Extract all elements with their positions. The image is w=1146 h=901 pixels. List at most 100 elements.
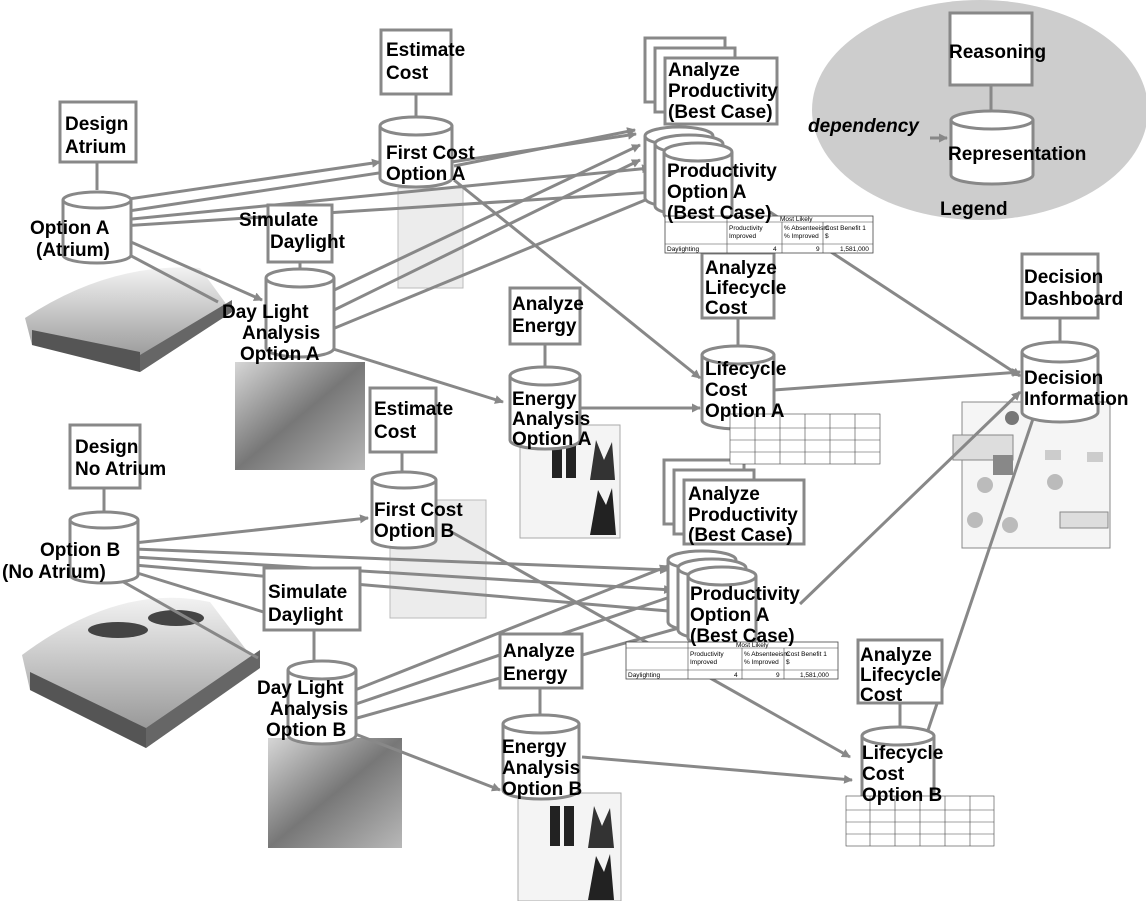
box-decision-dashboard[interactable] xyxy=(1020,252,1100,320)
label-productivity-a-1: Productivity xyxy=(667,161,777,182)
legend-title: Legend xyxy=(940,199,1008,220)
productivity-table-b: Most Likely Productivity Improved % Abse… xyxy=(625,641,839,680)
label-daylight-a-3: Option A xyxy=(240,344,320,365)
label-simulate-daylight-a-2: Daylight xyxy=(270,232,346,253)
cyl-energy-a[interactable] xyxy=(508,365,582,451)
label-option-b-2: (No Atrium) xyxy=(2,562,106,583)
label-analyze-productivity-b-1: Analyze xyxy=(688,484,760,505)
label-analyze-productivity-a-1: Analyze xyxy=(668,60,740,81)
label-daylight-b-2: Analysis xyxy=(270,699,348,720)
label-energy-b-3: Option B xyxy=(502,779,582,800)
label-analyze-energy-b-2: Energy xyxy=(503,664,568,685)
label-estimate-cost-a-1: Estimate xyxy=(386,40,465,61)
label-analyze-energy-a-2: Energy xyxy=(512,316,577,337)
label-estimate-cost-a-2: Cost xyxy=(386,63,429,84)
legend: Reasoning dependency Representation Lege… xyxy=(808,0,1146,220)
box-design-atrium[interactable] xyxy=(58,100,138,164)
label-productivity-b-2: Option A xyxy=(690,605,770,626)
cyl-productivity-b[interactable] xyxy=(686,565,758,649)
label-daylight-b-3: Option B xyxy=(266,720,346,741)
svg-text:$: $ xyxy=(825,233,829,240)
box-estimate-cost-a[interactable] xyxy=(379,28,453,96)
svg-text:% Absenteeism: % Absenteeism xyxy=(744,651,789,658)
lifecycle-table-a xyxy=(729,413,881,465)
box-analyze-energy-b[interactable] xyxy=(498,632,584,690)
label-lifecycle-a-2: Cost xyxy=(705,380,748,401)
label-first-cost-b-1: First Cost xyxy=(374,500,463,521)
legend-reasoning-box xyxy=(948,11,1034,87)
daylight-render-a-image xyxy=(235,362,365,470)
svg-text:4: 4 xyxy=(773,246,777,253)
label-lifecycle-a-3: Option A xyxy=(705,401,785,422)
label-first-cost-b-2: Option B xyxy=(374,521,454,542)
label-analyze-productivity-b-2: Productivity xyxy=(688,505,798,526)
label-design-atrium-2: Atrium xyxy=(65,137,126,158)
cyl-option-a[interactable] xyxy=(61,190,133,265)
svg-text:Productivity: Productivity xyxy=(729,225,763,232)
label-analyze-lifecycle-a-1: Analyze xyxy=(705,258,777,279)
box-estimate-cost-b[interactable] xyxy=(368,386,438,454)
cyl-first-cost-a[interactable] xyxy=(378,115,454,189)
svg-text:% Improved: % Improved xyxy=(744,659,779,666)
cyl-energy-b[interactable] xyxy=(501,713,581,801)
productivity-table-a-group: Most Likely xyxy=(780,216,813,223)
legend-dependency-label: dependency xyxy=(808,116,920,137)
label-analyze-lifecycle-a-3: Cost xyxy=(705,298,748,319)
box-analyze-productivity-a[interactable] xyxy=(663,56,779,126)
label-analyze-lifecycle-a-2: Lifecycle xyxy=(705,278,786,299)
label-daylight-a-2: Analysis xyxy=(242,323,320,344)
label-daylight-a-1: Day Light xyxy=(222,302,309,323)
building-model-no-atrium-image xyxy=(22,597,260,748)
label-energy-a-1: Energy xyxy=(512,389,577,410)
svg-text:Improved: Improved xyxy=(690,659,717,666)
box-analyze-lifecycle-b[interactable] xyxy=(856,638,944,705)
label-productivity-b-1: Productivity xyxy=(690,584,800,605)
label-design-no-atrium-1: Design xyxy=(75,437,138,458)
box-analyze-productivity-b[interactable] xyxy=(682,478,806,546)
cyl-decision-info[interactable] xyxy=(1020,340,1100,424)
label-energy-b-2: Analysis xyxy=(502,758,580,779)
cyl-option-b[interactable] xyxy=(68,510,140,585)
svg-text:1,581,000: 1,581,000 xyxy=(840,246,869,253)
representation-cylinders xyxy=(61,115,1100,809)
svg-text:4: 4 xyxy=(734,672,738,679)
daylight-render-b-image xyxy=(268,738,402,848)
label-decision-dashboard-1: Decision xyxy=(1024,267,1103,288)
label-decision-info-1: Decision xyxy=(1024,368,1103,389)
svg-text:Cost Benefit 1: Cost Benefit 1 xyxy=(825,225,866,232)
cyl-first-cost-b[interactable] xyxy=(370,470,438,550)
label-design-no-atrium-2: No Atrium xyxy=(75,459,166,480)
svg-text:1,581,000: 1,581,000 xyxy=(800,672,829,679)
productivity-table-a: Most Likely Productivity Improved % Abse… xyxy=(664,215,874,254)
label-option-b-1: Option B xyxy=(40,540,120,561)
label-simulate-daylight-b-1: Simulate xyxy=(268,582,347,603)
cyl-daylight-b[interactable] xyxy=(286,659,358,746)
lifecycle-table-b xyxy=(845,795,995,847)
label-energy-a-2: Analysis xyxy=(512,409,590,430)
label-lifecycle-b-2: Cost xyxy=(862,764,905,785)
svg-text:Daylighting: Daylighting xyxy=(628,672,661,679)
svg-text:Productivity: Productivity xyxy=(690,651,724,658)
label-daylight-b-1: Day Light xyxy=(257,678,344,699)
label-option-a-2: (Atrium) xyxy=(36,240,110,261)
svg-text:% Absenteeism: % Absenteeism xyxy=(784,225,829,232)
label-analyze-lifecycle-b-3: Cost xyxy=(860,685,903,706)
label-energy-a-3: Option A xyxy=(512,429,592,450)
reasoning-labels: Design Atrium Estimate Cost Simulate Day… xyxy=(65,40,1123,706)
svg-text:Daylighting: Daylighting xyxy=(667,246,700,253)
screenshot-thumbnails xyxy=(22,187,1111,901)
box-design-no-atrium[interactable] xyxy=(68,423,142,490)
cyl-daylight-a[interactable] xyxy=(264,267,336,359)
label-analyze-productivity-a-3: (Best Case) xyxy=(668,102,773,123)
label-first-cost-a-1: First Cost xyxy=(386,143,475,164)
box-simulate-daylight-b[interactable] xyxy=(262,566,362,632)
box-analyze-energy-a[interactable] xyxy=(508,286,582,346)
box-simulate-daylight-a[interactable] xyxy=(266,203,334,264)
legend-reasoning-label: Reasoning xyxy=(949,42,1046,63)
legend-representation-label: Representation xyxy=(948,144,1086,165)
cyl-lifecycle-b[interactable] xyxy=(860,725,936,809)
box-analyze-lifecycle-a[interactable] xyxy=(700,251,776,320)
label-lifecycle-a-1: Lifecycle xyxy=(705,359,786,380)
building-model-atrium-image xyxy=(25,267,232,372)
